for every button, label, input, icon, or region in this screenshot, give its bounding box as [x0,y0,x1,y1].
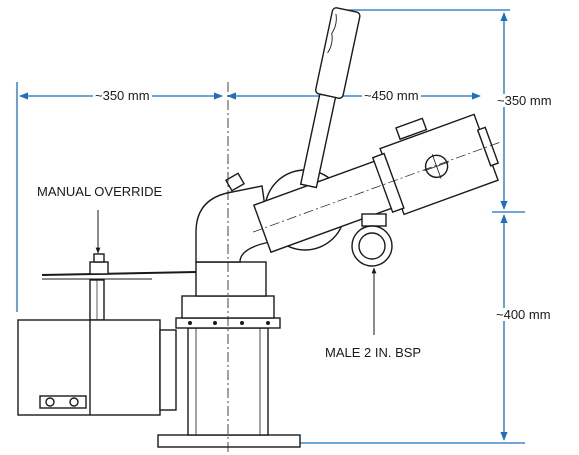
monitor-drawing [17,7,503,455]
dimension-left-width: ~350 mm [93,88,152,103]
swivel-body [195,261,267,297]
outlet-fitting [351,225,393,267]
dimension-barrel-length: ~450 mm [362,88,421,103]
dimension-lower-height: ~400 mm [494,307,553,322]
manual-override-label: MANUAL OVERRIDE [37,184,163,199]
dimension-upper-height: ~350 mm [495,93,554,108]
dimension-lines [16,9,525,444]
base-plate [157,434,301,448]
outlet-thread-label: MALE 2 IN. BSP [325,345,422,360]
lever-handle [314,7,361,99]
lever-shaft [299,93,337,189]
override-plate [41,271,197,276]
column [187,327,269,436]
elbow [195,185,271,263]
